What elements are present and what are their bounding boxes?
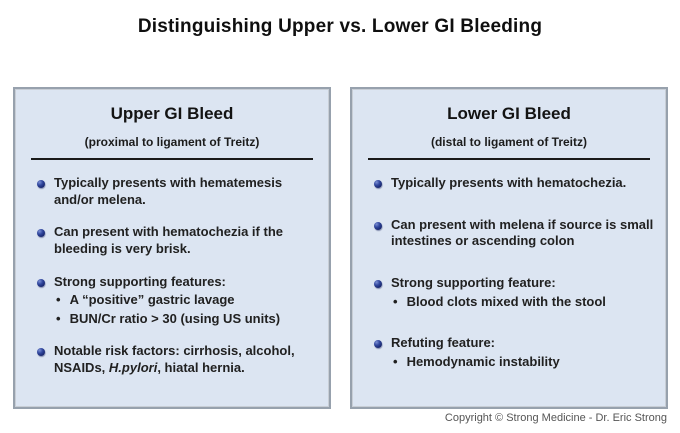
sub-bullet-item: • BUN/Cr ratio > 30 (using US units) [56, 311, 319, 328]
bullet-text: Strong supporting feature: [391, 274, 556, 290]
sub-bullet-dot-icon: • [393, 293, 398, 309]
sub-bullet-dot-icon: • [56, 310, 61, 326]
bullet-item: Can present with melena if source is sma… [374, 217, 656, 250]
sub-bullet-item: • A “positive” gastric lavage [56, 292, 319, 309]
bullet-text: Can present with hematochezia if the ble… [54, 224, 283, 256]
bullet-text: Typically presents with hematochezia. [391, 175, 627, 190]
bullet-text: Notable risk factors: cirrhosis, alcohol… [54, 343, 295, 375]
sub-bullet-item: • Hemodynamic instability [393, 354, 656, 371]
bullet-item: Strong supporting feature: • Blood clots m… [374, 275, 656, 310]
sub-bullet-dot-icon: • [393, 353, 398, 369]
bullet-sphere-icon [374, 221, 382, 230]
lower-gi-bullet-list: Typically presents with hematochezia. Can… [352, 160, 666, 370]
lower-gi-panel: Lower GI Bleed (distal to ligament of Tr… [350, 87, 668, 409]
bullet-sphere-icon [37, 180, 45, 188]
copyright-text: Copyright © Strong Medicine - Dr. Eric S… [444, 412, 667, 424]
bullet-text: Strong supporting features: [54, 273, 226, 289]
bullet-item: Refuting feature: • Hemodynamic instabilit… [374, 335, 656, 370]
upper-gi-panel: Upper GI Bleed (proximal to ligament of … [13, 87, 331, 409]
bullet-item: Can present with hematochezia if the ble… [37, 224, 319, 257]
bullet-sphere-icon [37, 229, 45, 238]
lower-gi-panel-title: Lower GI Bleed [447, 104, 571, 123]
sub-bullet-text: Hemodynamic instability [406, 353, 560, 369]
bullet-text: Refuting feature: [391, 335, 495, 351]
bullet-sphere-icon [37, 348, 45, 357]
sub-bullet-item: • Blood clots mixed with the stool [393, 294, 656, 311]
sub-bullet-text: Blood clots mixed with the stool [406, 293, 606, 309]
bullet-sphere-icon [374, 340, 382, 349]
bullet-text: Typically presents with hematemesis and/… [54, 175, 283, 207]
bullet-sphere-icon [374, 279, 382, 288]
upper-gi-panel-subtitle: (proximal to ligament of Treitz) [84, 135, 260, 149]
sub-bullet-text: BUN/Cr ratio > 30 (using US units) [69, 310, 281, 326]
bullet-item: Typically presents with hematemesis and/… [37, 175, 319, 208]
bullet-sphere-icon [37, 278, 45, 287]
comparison-panels: Upper GI Bleed (proximal to ligament of … [13, 87, 668, 409]
header-divider [368, 158, 650, 160]
bullet-sphere-icon [374, 180, 382, 188]
page-title: Distinguishing Upper vs. Lower GI Bleedi… [137, 16, 543, 37]
bullet-item: Strong supporting features: • A “positive”… [37, 274, 319, 328]
upper-gi-bullet-list: Typically presents with hematemesis and/… [15, 160, 329, 377]
bullet-text: Can present with melena if source is sma… [391, 216, 654, 249]
upper-gi-panel-title: Upper GI Bleed [110, 104, 234, 123]
bullet-item: Typically presents with hematochezia. [374, 175, 656, 192]
lower-gi-panel-subtitle: (distal to ligament of Treitz) [430, 135, 587, 149]
bullet-item: Notable risk factors: cirrhosis, alcohol… [37, 343, 319, 376]
header-divider [31, 158, 313, 160]
sub-bullet-text: A “positive” gastric lavage [69, 292, 235, 308]
sub-bullet-dot-icon: • [56, 292, 61, 308]
